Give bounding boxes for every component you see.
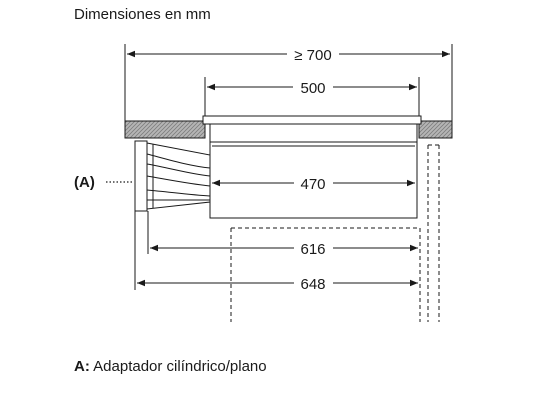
callout-a: (A) (74, 174, 134, 191)
duct-adapter (134, 140, 211, 212)
legend: A: Adaptador cilíndrico/plano (74, 357, 267, 377)
extension-lines (124, 44, 453, 290)
callout-label: (A) (74, 174, 95, 191)
dimension-648: 648 (137, 276, 418, 293)
dimension-label-countertop-min: ≥ 700 (294, 47, 331, 64)
dimension-label-cutout: 500 (300, 80, 325, 97)
dimension-label-body-depth: 470 (300, 176, 325, 193)
hob-body (209, 123, 418, 219)
legend-key: A: (74, 358, 90, 375)
diagram-heading: Dimensiones en mm (74, 6, 211, 23)
cabinet-outline (230, 144, 440, 322)
dimension-616: 616 (150, 241, 418, 258)
countertop (124, 120, 453, 139)
hob-top (202, 115, 422, 125)
legend-text: Adaptador cilíndrico/plano (89, 358, 267, 375)
dimension-label-616: 616 (300, 241, 325, 258)
dimension-label-648: 648 (300, 276, 325, 293)
dimension-cutout: 500 (207, 80, 417, 97)
dimension-countertop-min: ≥ 700 (127, 47, 450, 64)
dimension-body-depth: 470 (212, 176, 415, 193)
